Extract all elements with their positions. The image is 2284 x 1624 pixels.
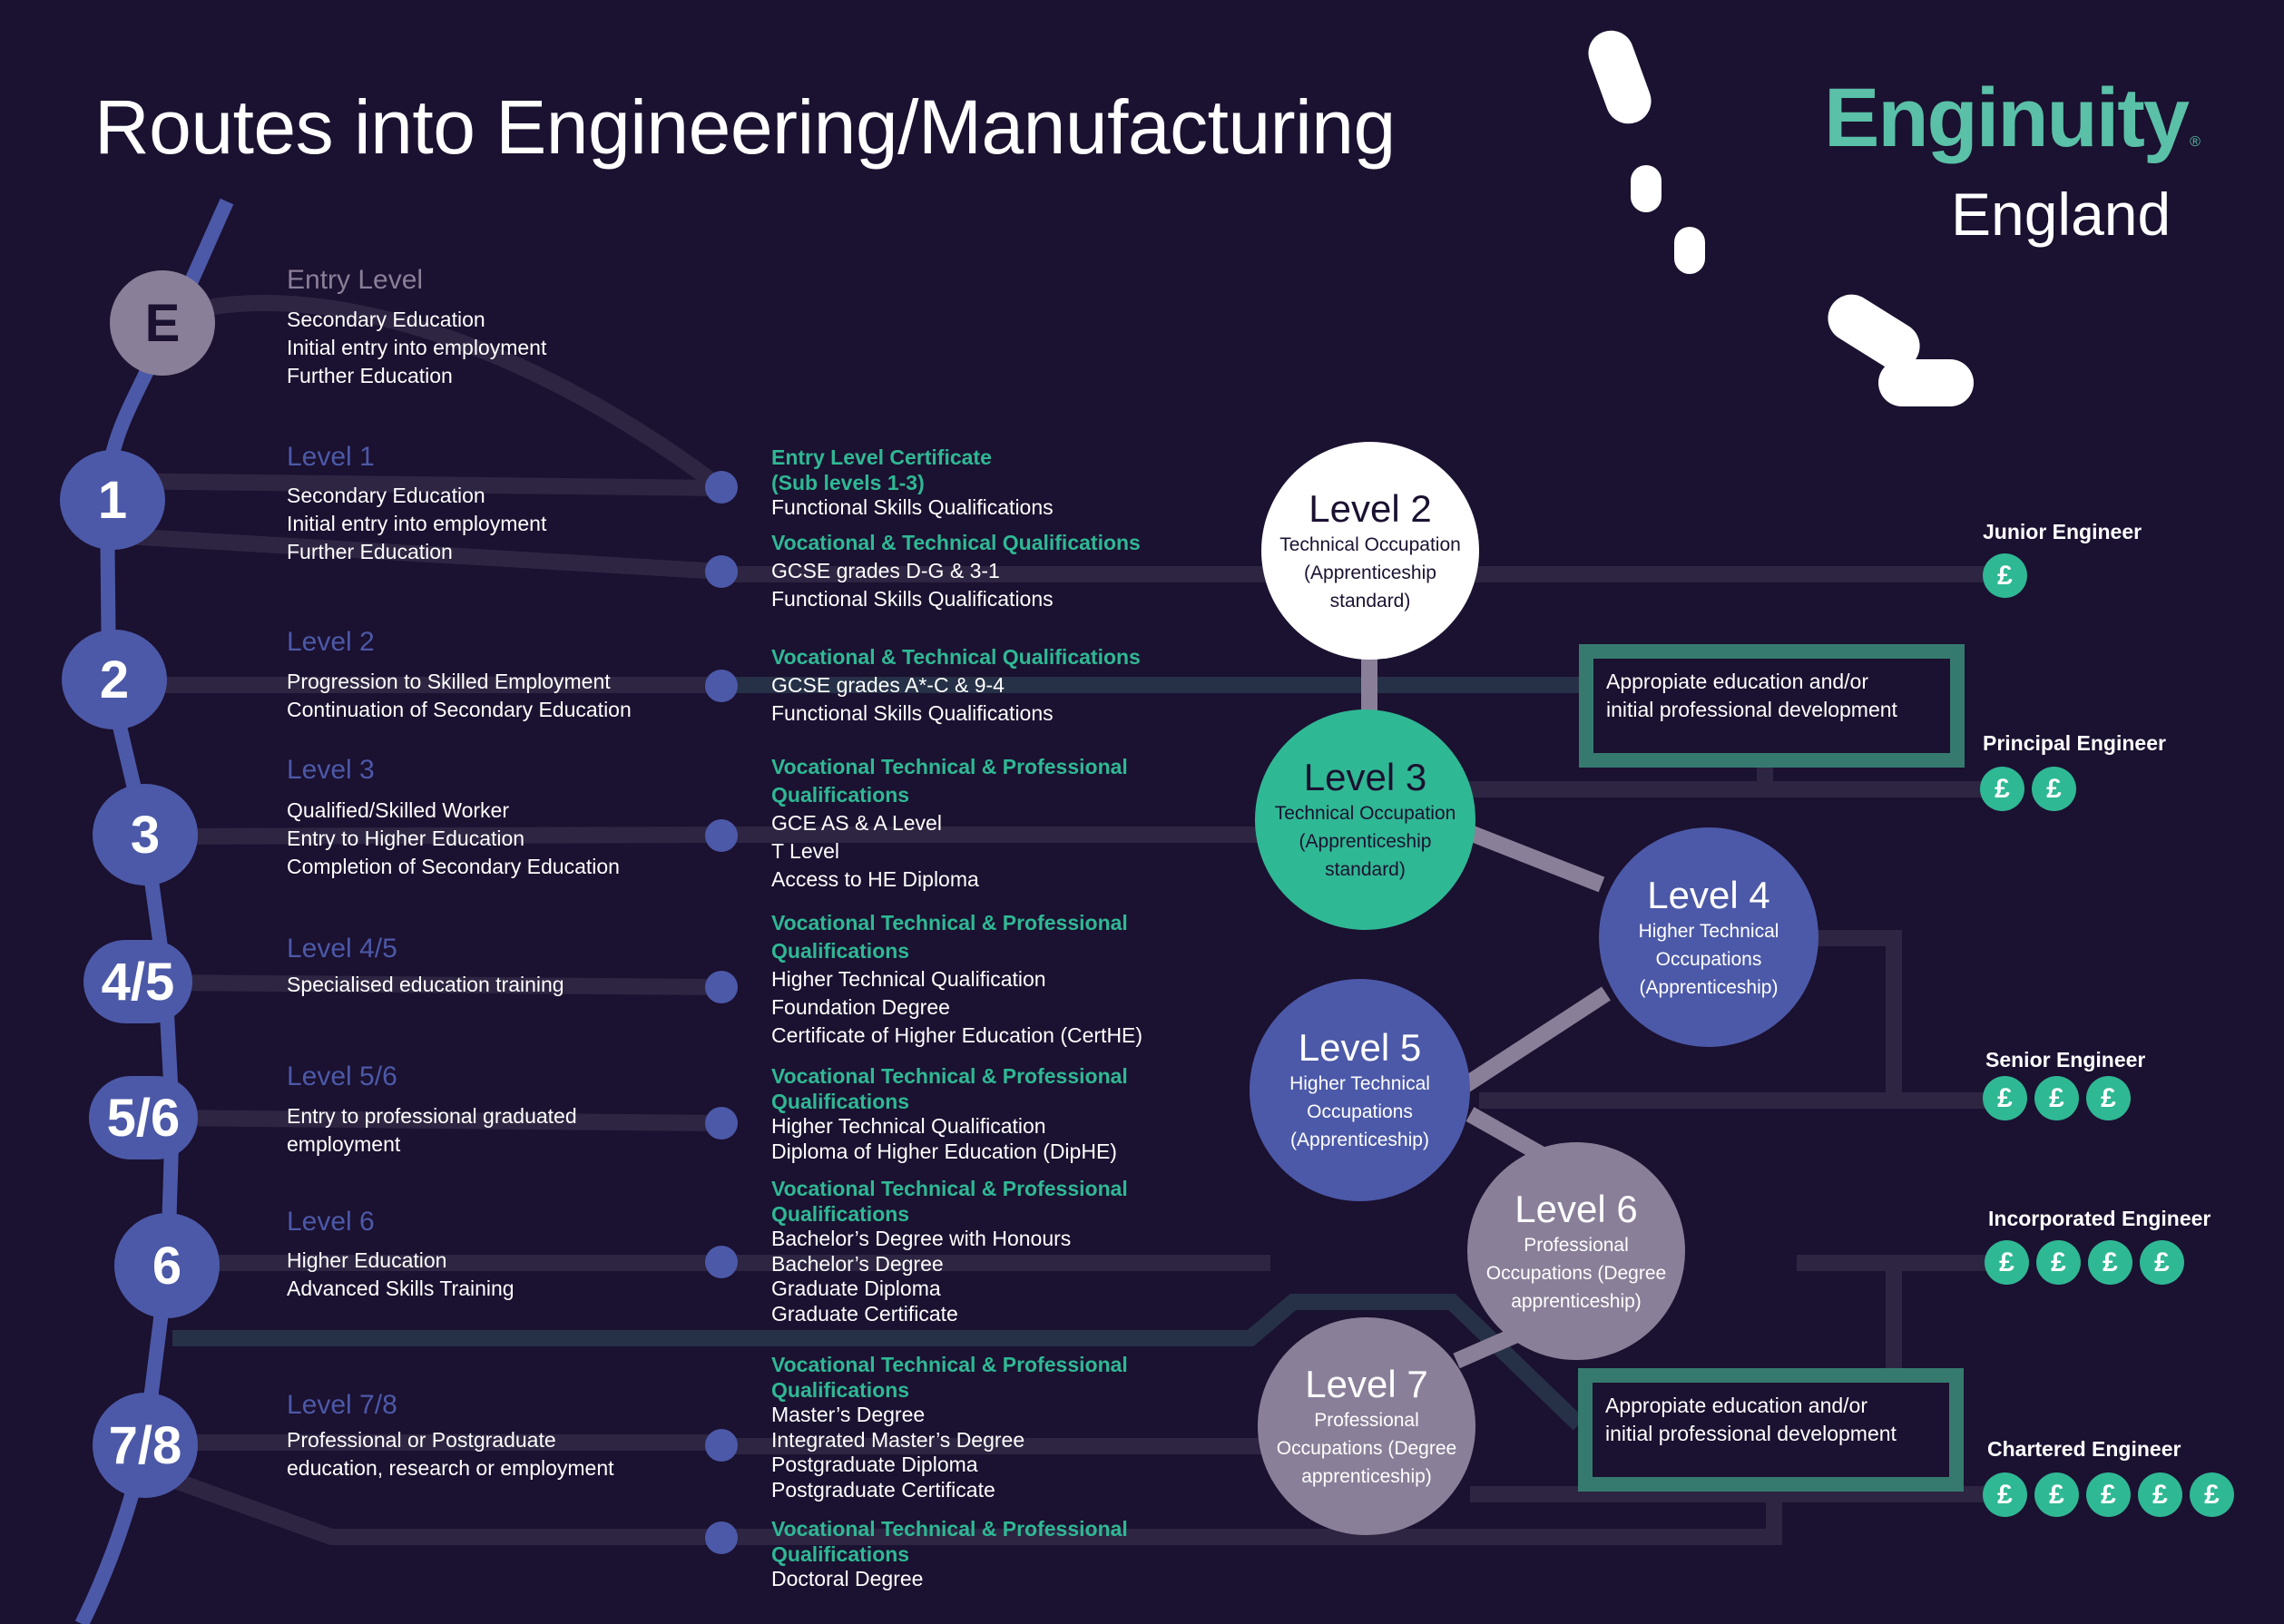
salary-rating-principal: ££ (1980, 767, 2076, 811)
pound-coin-icon: £ (2086, 1472, 2131, 1517)
connector-entry (160, 294, 727, 495)
salary-rating-senior: £££ (1983, 1076, 2131, 1120)
route-dot (705, 670, 738, 702)
level-title-7-8: Level 7/8 (287, 1390, 397, 1420)
qualification-group: Vocational Technical & Professional Qual… (771, 1353, 1128, 1502)
qualification-group: Vocational Technical & Professional Qual… (771, 1177, 1128, 1326)
qualification-group: Vocational Technical & Professional Qual… (771, 755, 1128, 891)
brand-logo: Enginuity® (1824, 71, 2201, 166)
region-label: England (1951, 181, 2171, 248)
level-badge-entry: E (110, 270, 215, 376)
apprenticeship-node-level-6: Level 6 Professional Occupations (Degree… (1467, 1142, 1685, 1360)
pound-coin-icon: £ (1985, 1240, 2029, 1285)
decorative-dash-3 (1878, 359, 1974, 406)
level-title-4-5: Level 4/5 (287, 934, 397, 964)
connector-level56 (162, 1110, 722, 1131)
qualification-group: Vocational Technical & Professional Qual… (771, 1064, 1128, 1163)
level-badge-1: 1 (60, 450, 165, 550)
salary-rating-incorporated: ££££ (1985, 1240, 2184, 1285)
link-l5-l4 (1461, 986, 1611, 1092)
role-title-incorporated: Incorporated Engineer (1988, 1207, 2211, 1230)
connector-level45 (158, 974, 722, 995)
pound-coin-icon: £ (2032, 767, 2076, 811)
route-dot (705, 1521, 738, 1554)
decorative-dot-1 (1631, 165, 1662, 212)
link-l3-l4 (1466, 825, 1605, 893)
apprenticeship-node-level-7: Level 7 Professional Occupations (Degree… (1258, 1317, 1475, 1535)
level-badge-6: 6 (114, 1213, 220, 1318)
level-title-6: Level 6 (287, 1207, 375, 1237)
level-badge-2: 2 (62, 630, 167, 729)
connector-level1b (108, 527, 722, 580)
apprenticeship-node-level-5: Level 5 Higher Technical Occupations (Ap… (1250, 979, 1470, 1201)
pound-coin-icon: £ (2036, 1240, 2081, 1285)
decorative-dot-2 (1674, 227, 1705, 274)
route-dot (705, 819, 738, 852)
pound-coin-icon: £ (2034, 1076, 2079, 1120)
level-badge-4-5: 4/5 (83, 940, 192, 1023)
pound-coin-icon: £ (1983, 1472, 2027, 1517)
apprenticeship-node-level-3: Level 3 Technical Occupation (Apprentice… (1255, 709, 1475, 930)
level-title-5-6: Level 5/6 (287, 1061, 397, 1091)
level-badge-5-6: 5/6 (89, 1076, 198, 1159)
pound-coin-icon: £ (2138, 1472, 2182, 1517)
role-title-senior: Senior Engineer (1985, 1048, 2146, 1071)
role-title-chartered: Chartered Engineer (1987, 1437, 2181, 1461)
qualification-group: Vocational Technical & Professional Qual… (771, 1517, 1128, 1590)
qualification-group: Vocational Technical & Professional Qual… (771, 911, 1143, 1047)
qualification-group: Entry Level Certificate (Sub levels 1-3)… (771, 445, 1054, 519)
pound-coin-icon: £ (2140, 1240, 2184, 1285)
pound-coin-icon: £ (2086, 1076, 2131, 1120)
page-title: Routes into Engineering/Manufacturing (94, 84, 1396, 170)
development-box: Appropiate education and/or initial prof… (1579, 644, 1965, 768)
salary-rating-chartered: £££££ (1983, 1472, 2234, 1517)
route-dot (705, 1246, 738, 1278)
level-badge-7-8: 7/8 (93, 1393, 198, 1498)
route-dot (705, 971, 738, 1003)
pound-coin-icon: £ (2034, 1472, 2079, 1517)
apprenticeship-node-level-4: Level 4 Higher Technical Occupations (Ap… (1599, 827, 1818, 1047)
pound-coin-icon: £ (1983, 1076, 2027, 1120)
registered-mark: ® (2190, 134, 2201, 150)
qualification-group: Vocational & Technical Qualifications GC… (771, 531, 1141, 611)
pound-coin-icon: £ (2088, 1240, 2132, 1285)
connector-level1 (108, 473, 722, 496)
route-dot (705, 555, 738, 588)
route-dot (705, 1107, 738, 1140)
connector-l78-doctoral (142, 1462, 721, 1545)
pound-coin-icon: £ (2190, 1472, 2234, 1517)
level-desc-4-5: Specialised education training (287, 973, 564, 996)
role-title-principal: Principal Engineer (1983, 731, 2166, 755)
level-title-3: Level 3 (287, 755, 375, 785)
route-dot (705, 471, 738, 504)
level-badge-3: 3 (93, 784, 198, 885)
level-title-1: Level 1 (287, 442, 375, 472)
pound-coin-icon: £ (1980, 767, 2024, 811)
salary-rating-junior: £ (1983, 553, 2027, 598)
level-title-entry: Entry Level (287, 265, 424, 295)
pound-coin-icon: £ (1983, 553, 2027, 598)
apprenticeship-node-level-2: Level 2 Technical Occupation (Apprentice… (1261, 442, 1479, 660)
brand-name: Enginuity (1824, 72, 2190, 164)
level-title-2: Level 2 (287, 627, 375, 657)
development-box: Appropiate education and/or initial prof… (1578, 1368, 1964, 1492)
connector-level3 (144, 827, 722, 845)
route-dot (705, 1429, 738, 1462)
connector-l4-senior (1815, 930, 1902, 1101)
role-title-junior: Junior Engineer (1983, 520, 2142, 543)
qualification-group: Vocational & Technical Qualifications GC… (771, 645, 1141, 725)
